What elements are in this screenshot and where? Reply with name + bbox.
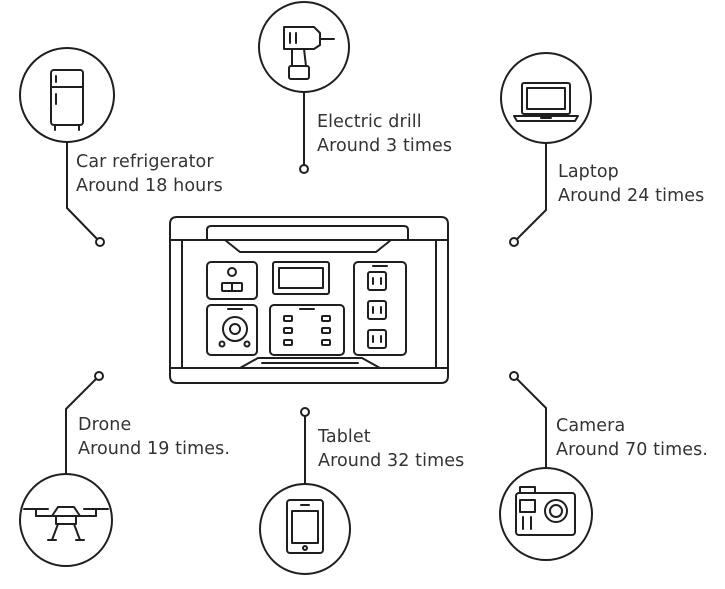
electric-drill-icon (283, 26, 335, 80)
drone-runtime: Around 19 times. (78, 439, 230, 459)
electric-drill-callout (258, 1, 350, 174)
car-refrigerator-name: Car refrigerator (76, 152, 214, 172)
drone-label: Drone Around 19 times. (78, 413, 230, 461)
drone-name: Drone (78, 415, 132, 435)
portable-power-station-icon (169, 216, 449, 384)
camera-label: Camera Around 70 times. (556, 414, 708, 462)
car-refrigerator-leader-line (66, 141, 101, 243)
drone-icon (23, 506, 109, 541)
electric-drill-anchor-dot (299, 164, 309, 174)
camera-leader-line (516, 378, 547, 469)
electric-drill-label: Electric drill Around 3 times (317, 110, 452, 158)
laptop-label: Laptop Around 24 times (558, 160, 704, 208)
car-refrigerator-icon (50, 69, 84, 131)
laptop-icon-circle (500, 52, 592, 144)
electric-drill-name: Electric drill (317, 112, 422, 132)
camera-runtime: Around 70 times. (556, 440, 708, 460)
drone-leader-line (65, 378, 97, 475)
car-refrigerator-label: Car refrigerator Around 18 hours (76, 150, 223, 198)
tablet-icon (286, 499, 324, 554)
electric-drill-runtime: Around 3 times (317, 136, 453, 156)
tablet-anchor-dot (300, 407, 310, 417)
laptop-anchor-dot (509, 237, 519, 247)
drone-icon-circle (19, 473, 113, 567)
laptop-leader-line (513, 142, 547, 243)
camera-anchor-dot (509, 371, 519, 381)
tablet-icon-circle (259, 483, 351, 575)
tablet-label: Tablet Around 32 times (318, 425, 464, 473)
car-refrigerator-icon-circle (19, 47, 115, 143)
laptop-icon (513, 82, 579, 122)
car-refrigerator-anchor-dot (95, 237, 105, 247)
tablet-callout (259, 407, 351, 575)
camera-icon-circle (499, 467, 593, 561)
drone-anchor-dot (94, 371, 104, 381)
tablet-runtime: Around 32 times (318, 451, 465, 471)
drone-callout (19, 371, 113, 567)
camera-icon (515, 486, 576, 536)
camera-callout (499, 371, 593, 561)
laptop-callout (500, 52, 592, 247)
car-refrigerator-runtime: Around 18 hours (76, 176, 223, 196)
camera-name: Camera (556, 416, 626, 436)
laptop-name: Laptop (558, 162, 619, 182)
car-refrigerator-callout (19, 47, 115, 247)
laptop-runtime: Around 24 times (558, 186, 705, 206)
tablet-name: Tablet (318, 427, 371, 447)
